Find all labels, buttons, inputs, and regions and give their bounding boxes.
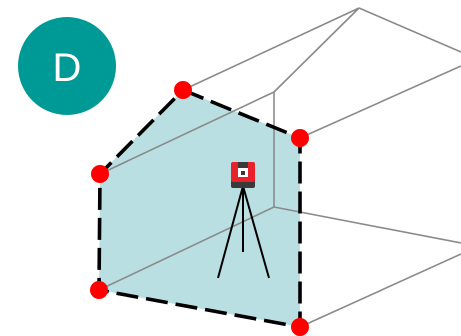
tripod-leg: [242, 185, 270, 279]
vertex-marker: [174, 81, 192, 99]
scanner-head-slot: [238, 162, 248, 168]
wireframe-edge: [182, 7, 360, 91]
vertex-marker: [90, 281, 108, 299]
vertex-marker: [291, 318, 309, 336]
wireframe-edge: [273, 206, 461, 244]
wireframe-edge: [99, 91, 275, 175]
highlighted-wall-face: [99, 90, 300, 327]
wireframe-edge: [299, 65, 461, 139]
laser-scanner-on-tripod-icon: [217, 162, 270, 279]
face-vertices: [90, 81, 309, 336]
panel-badge: D: [18, 17, 116, 115]
vertex-marker: [291, 129, 309, 147]
badge-circle: [18, 17, 116, 115]
room-wireframe: [98, 7, 461, 328]
face-dashed-outline: [97, 87, 302, 330]
badge-letter: D: [53, 46, 82, 90]
wireframe-edge: [98, 206, 275, 291]
vertex-marker: [91, 165, 109, 183]
wireframe-edge: [358, 7, 461, 53]
scanner-window-dot: [241, 171, 245, 175]
tripod-leg: [217, 185, 244, 279]
wireframe-edge: [299, 253, 461, 328]
wireframe-edge: [273, 7, 360, 93]
